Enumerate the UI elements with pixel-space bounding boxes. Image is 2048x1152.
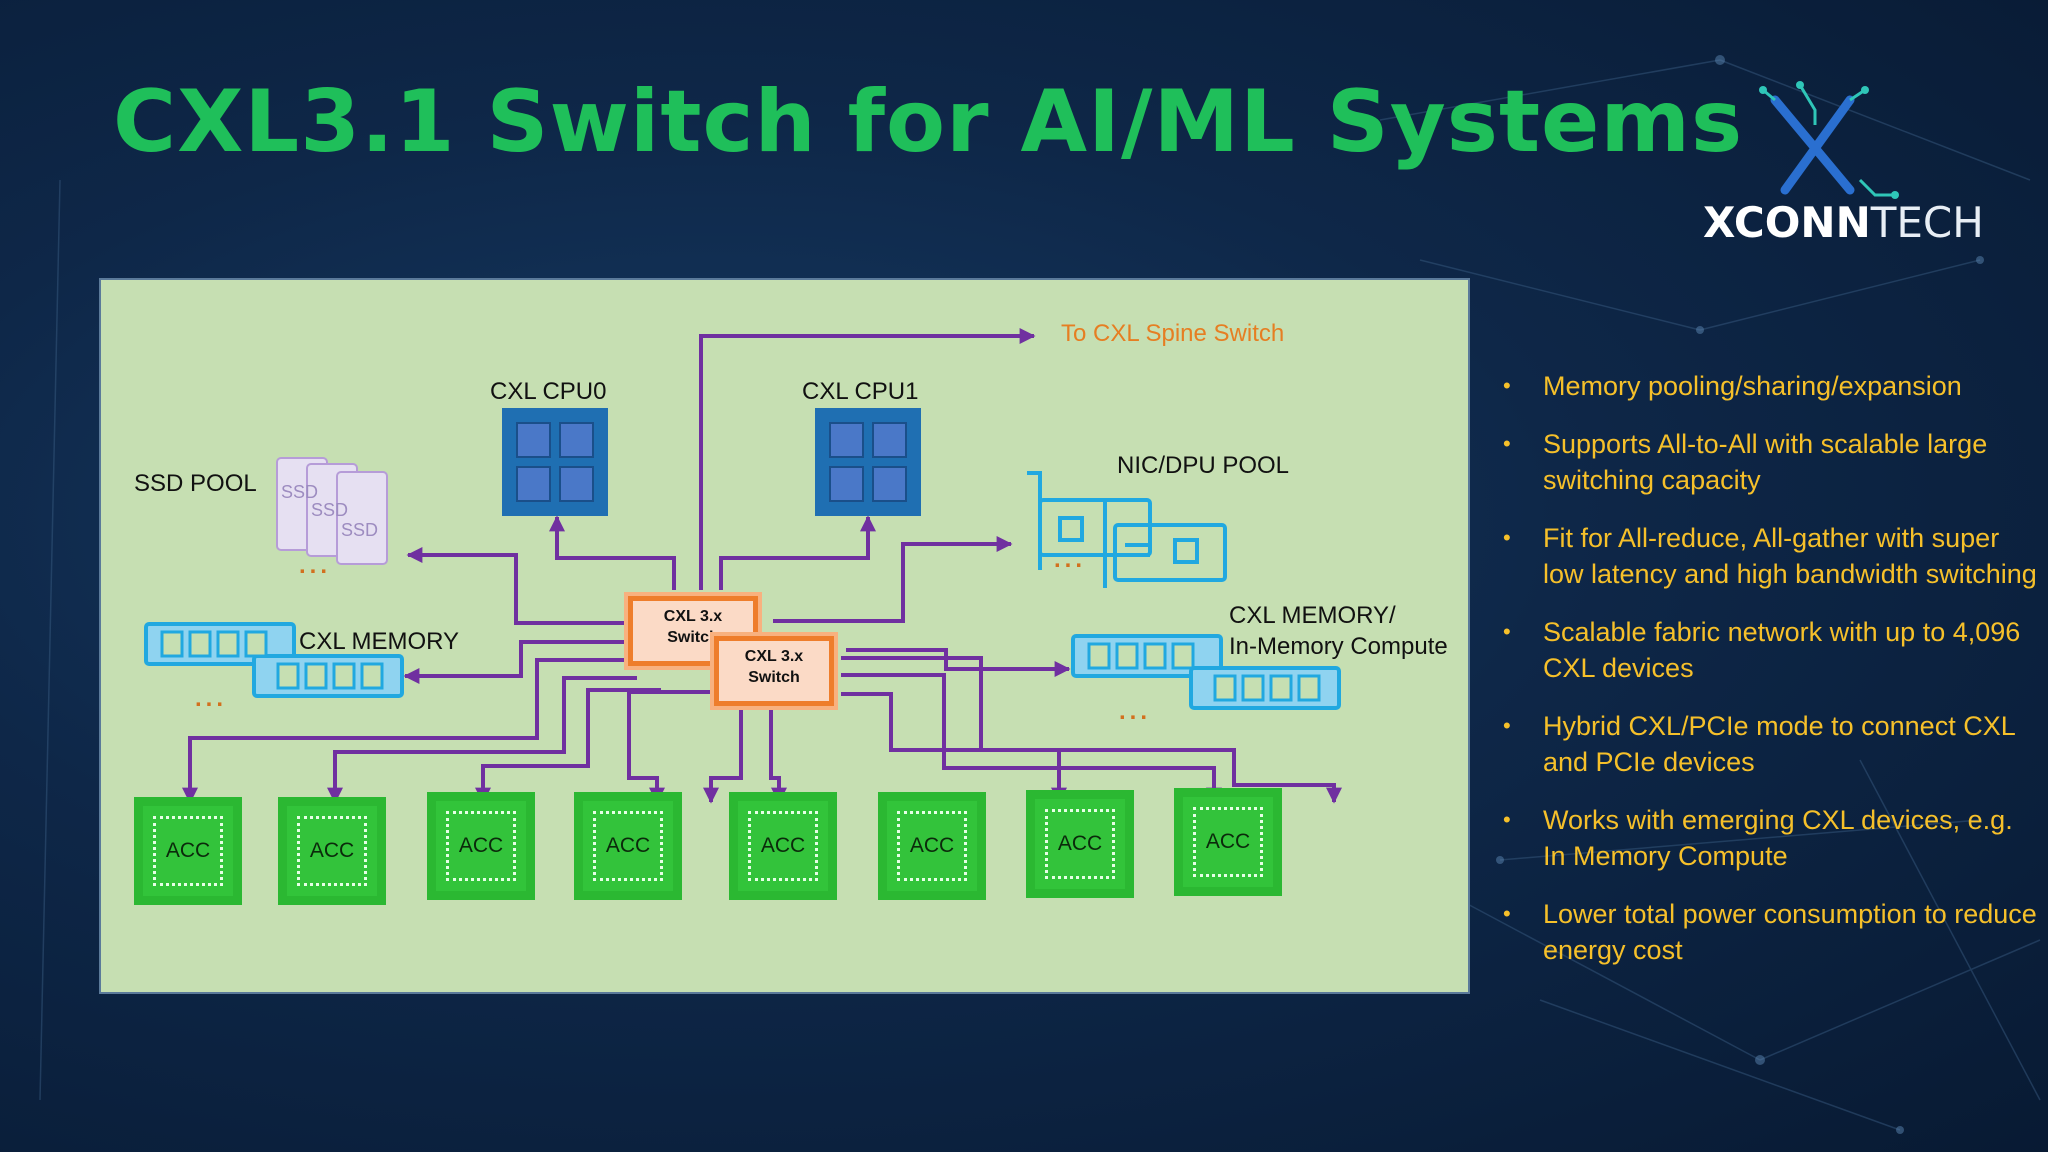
cxl-memory-compute-label-line2: In-Memory Compute: [1229, 633, 1448, 660]
accelerator-chip: ACC: [1026, 790, 1134, 898]
nic-card-icon: [1027, 471, 1227, 588]
memory-module-icon: [1071, 634, 1341, 710]
memory-more-dots: ...: [195, 685, 228, 712]
ssd-text: SSD: [281, 482, 318, 502]
bullet-item: Memory pooling/sharing/expansion: [1500, 368, 2040, 404]
company-logo: XCONNTECH: [1690, 80, 1990, 260]
cpu1-chip-icon: [815, 408, 921, 516]
cpu0-chip-icon: [502, 408, 608, 516]
bullet-item: Lower total power consumption to reduce …: [1500, 896, 2040, 968]
x-circuit-logo-icon: [1759, 81, 1899, 199]
ssd-more-dots: ...: [299, 552, 332, 579]
cxl-memory-label: CXL MEMORY: [299, 628, 460, 655]
cpu1-label: CXL CPU1: [802, 378, 919, 405]
connection-arrows: [182, 328, 1342, 804]
accelerator-chip: ACC: [134, 797, 242, 905]
accelerator-chip: ACC: [574, 792, 682, 900]
accelerator-chip: ACC: [427, 792, 535, 900]
accelerator-chip: ACC: [278, 797, 386, 905]
bullet-item: Supports All-to-All with scalable large …: [1500, 426, 2040, 498]
nic-more-dots: ...: [1054, 546, 1087, 573]
accelerator-chip: ACC: [729, 792, 837, 900]
cxl-switch-back: CXL 3.x Switch: [628, 596, 758, 666]
logo-wordmark: XCONNTECH: [1703, 198, 1984, 247]
accelerator-chip: ACC: [878, 792, 986, 900]
accelerator-chip: ACC: [1174, 788, 1282, 896]
bullet-item: Works with emerging CXL devices, e.g. In…: [1500, 802, 2040, 874]
ssd-pool-label: SSD POOL: [134, 470, 257, 497]
bullet-item: Scalable fabric network with up to 4,096…: [1500, 614, 2040, 686]
cxl-switch-front: CXL 3.x Switch: [714, 636, 834, 706]
bullet-item: Fit for All-reduce, All-gather with supe…: [1500, 520, 2040, 592]
memory-more-dots: ...: [1119, 698, 1152, 725]
slide-title: CXL3.1 Switch for AI/ML Systems: [113, 72, 1744, 172]
cpu0-label: CXL CPU0: [490, 378, 607, 405]
nic-dpu-pool-label: NIC/DPU POOL: [1117, 452, 1290, 479]
cxl-memory-compute-label-line1: CXL MEMORY/: [1229, 602, 1396, 629]
feature-bullet-list: Memory pooling/sharing/expansion Support…: [1500, 368, 2040, 990]
ssd-text: SSD: [341, 520, 378, 540]
bullet-item: Hybrid CXL/PCIe mode to connect CXL and …: [1500, 708, 2040, 780]
memory-module-icon: [144, 622, 404, 698]
ssd-drive-icon: SSD SSD SSD: [276, 457, 388, 565]
ssd-text: SSD: [311, 500, 348, 520]
architecture-diagram: To CXL Spine Switch CXL CPU0 CXL CPU1 SS…: [99, 278, 1470, 994]
spine-switch-label: To CXL Spine Switch: [1061, 320, 1285, 347]
